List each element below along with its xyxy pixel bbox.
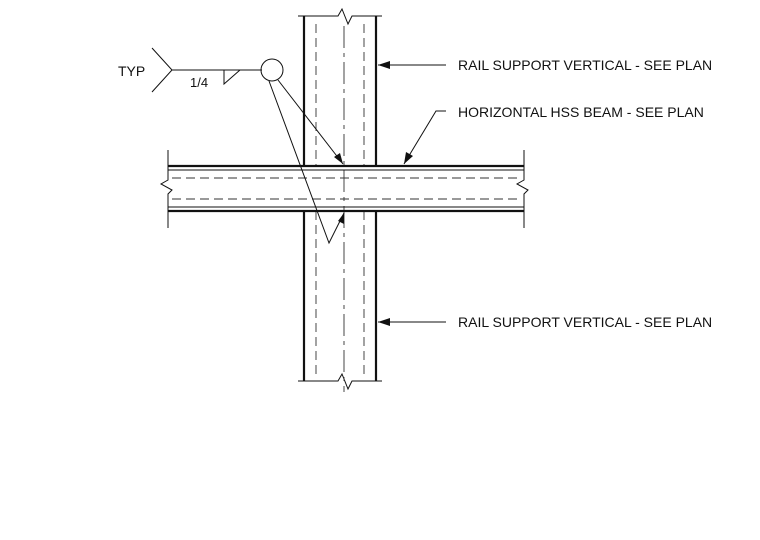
callout-leader-horizontal-beam: [403, 110, 446, 165]
callout-upper-vertical: RAIL SUPPORT VERTICAL - SEE PLAN: [458, 57, 712, 73]
callout-leader-upper-vertical: [378, 61, 446, 69]
upper-rail-support-vertical: [298, 7, 382, 166]
callout-lower-vertical: RAIL SUPPORT VERTICAL - SEE PLAN: [458, 314, 712, 330]
lower-rail-support-vertical: [298, 211, 382, 391]
weld-typ-note: TYP: [118, 63, 145, 79]
weld-all-around-icon: [260, 58, 284, 82]
callout-horizontal-beam: HORIZONTAL HSS BEAM - SEE PLAN: [458, 104, 704, 120]
weld-symbol: [151, 47, 345, 245]
callout-leader-lower-vertical: [378, 318, 446, 326]
weld-size-label: 1/4: [190, 75, 208, 90]
horizontal-hss-beam: [159, 150, 529, 228]
